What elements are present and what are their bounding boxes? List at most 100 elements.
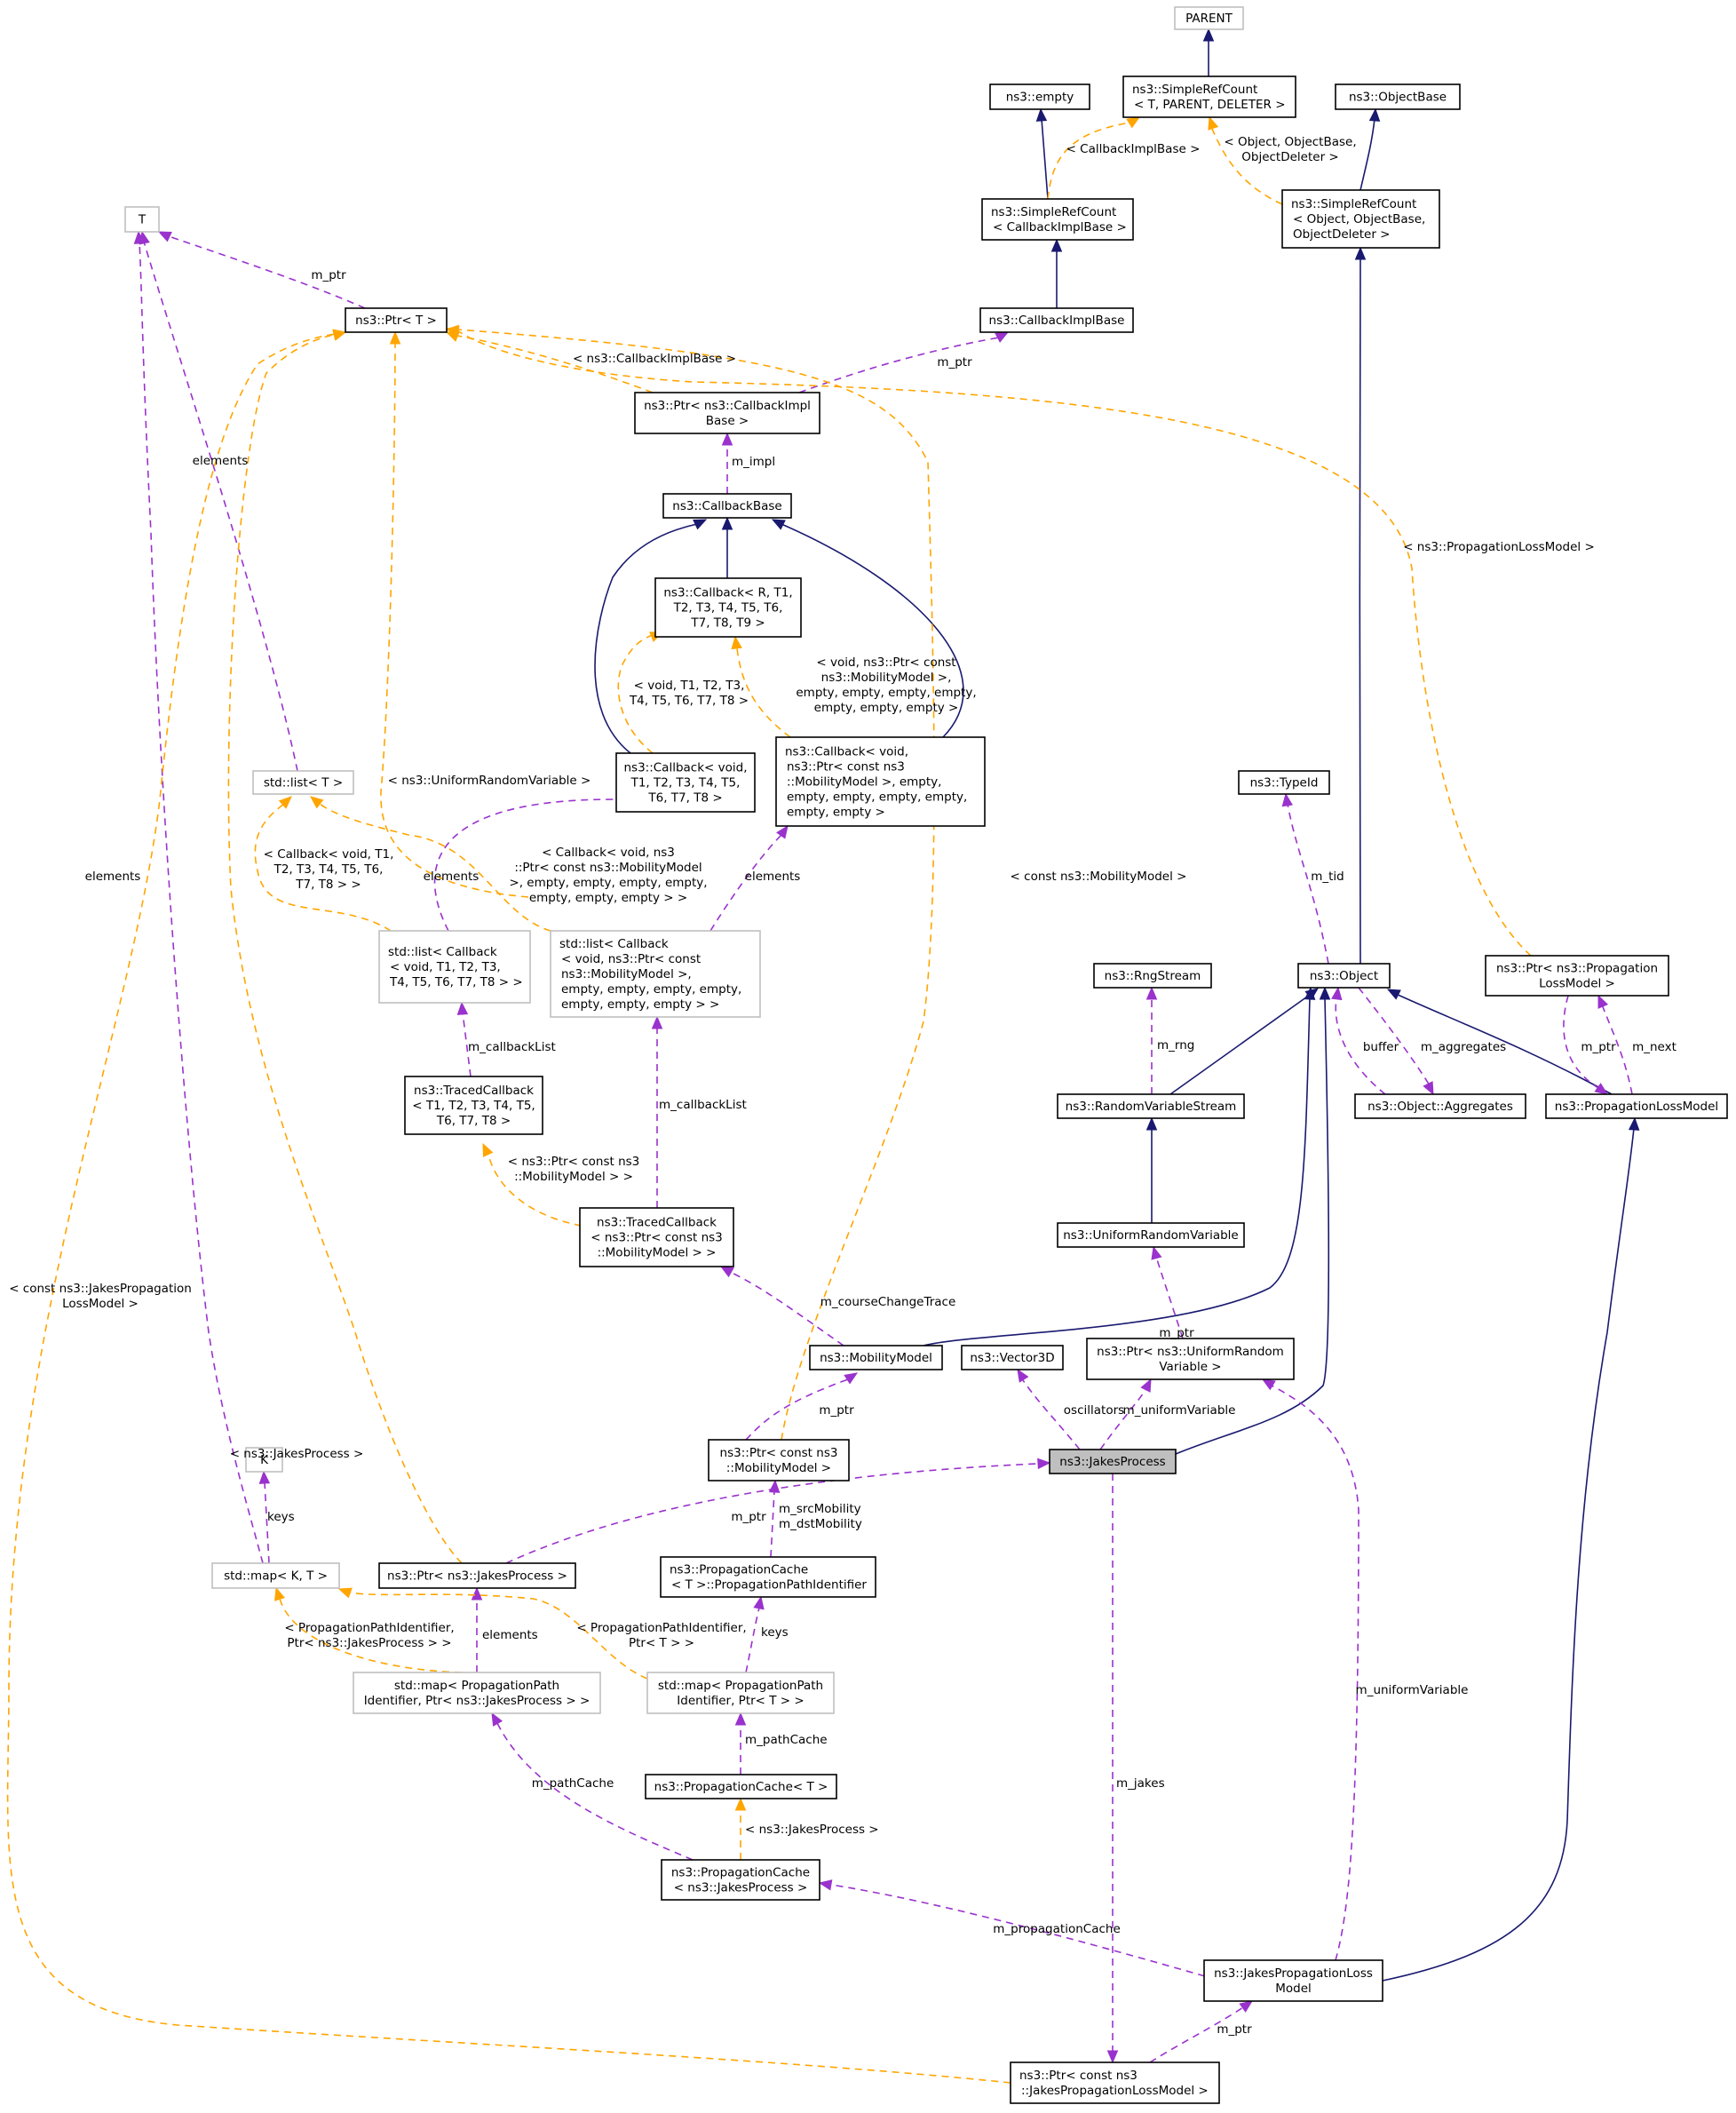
edge-line [745, 1378, 849, 1441]
node-label-line: ns3::Ptr< const ns3 [787, 760, 905, 775]
class-node-cib[interactable]: ns3::CallbackImplBase [979, 307, 1134, 333]
edge-label: elements [85, 870, 141, 884]
edge-label-line: Ptr< T > > [629, 1636, 694, 1650]
class-node-rngstream[interactable]: ns3::RngStream [1093, 963, 1212, 989]
class-node-pc-t[interactable]: ns3::PropagationCache< T > [645, 1774, 837, 1799]
edge-ptr_t-to-t [157, 231, 366, 309]
edge-pc_jakes-to-pc_t [734, 1797, 747, 1860]
class-node-ptr-jplm[interactable]: ns3::Ptr< const ns3::JakesPropagationLos… [1010, 2061, 1220, 2104]
node-label-line: ns3::PropagationCache [670, 1563, 808, 1577]
arrowhead-icon [1050, 238, 1063, 252]
node-label: ns3::RngStream [1105, 969, 1201, 983]
arrowhead-icon [731, 635, 742, 650]
node-label-line: ns3::MobilityModel >, [561, 967, 692, 981]
node-label-line: K [260, 1453, 269, 1467]
edge-label-line: < const ns3::JakesPropagation [9, 1282, 192, 1296]
edge-line [1047, 122, 1131, 200]
class-node-tc-mob[interactable]: ns3::TracedCallback< ns3::Ptr< const ns3… [579, 1207, 734, 1267]
edge-label-line: < PropagationPathIdentifier, [284, 1621, 454, 1635]
class-node-rvs[interactable]: ns3::RandomVariableStream [1057, 1093, 1245, 1119]
class-node-cb-void[interactable]: ns3::Callback< void,T1, T2, T3, T4, T5,T… [615, 752, 756, 813]
node-box [634, 392, 820, 434]
class-node-cb-r[interactable]: ns3::Callback< R, T1,T2, T3, T4, T5, T6,… [654, 577, 802, 638]
edge-src_tpd-to-parent [1202, 28, 1215, 76]
arrowhead-icon [734, 1797, 747, 1811]
node-label-line: ns3::Ptr< ns3::CallbackImpl [644, 399, 811, 413]
edge-label: m_uniformVariable [1356, 1683, 1469, 1697]
class-node-vector3d[interactable]: ns3::Vector3D [961, 1345, 1064, 1370]
node-label-line: T6, T7, T8 > [436, 1114, 511, 1128]
edge-label-line: m_ptr [311, 268, 346, 282]
class-node-src-obj[interactable]: ns3::SimpleRefCount< Object, ObjectBase,… [1281, 189, 1440, 249]
node-label-line: ns3::CallbackBase [672, 499, 781, 513]
node-label: std::map< K, T > [224, 1569, 328, 1584]
node-box [378, 1562, 576, 1589]
edge-label: m_ptr [819, 1403, 854, 1418]
edge-line [433, 798, 622, 932]
class-node-src-cib[interactable]: ns3::SimpleRefCount< CallbackImplBase > [981, 198, 1134, 241]
class-node-cbbase[interactable]: ns3::CallbackBase [662, 493, 792, 519]
node-label-line: ns3::Vector3D [970, 1351, 1054, 1365]
arrowhead-icon [309, 796, 324, 809]
node-label-line: ns3::JakesProcess [1059, 1455, 1165, 1469]
edge-label: m_rng [1157, 1038, 1194, 1053]
node-label: ns3::SimpleRefCount< Object, ObjectBase,… [1291, 197, 1425, 242]
class-node-urv[interactable]: ns3::UniformRandomVariable [1057, 1222, 1245, 1248]
node-label-line: ::MobilityModel > [726, 1461, 831, 1475]
edge-line [1271, 1385, 1359, 1961]
edge-label-line: m_propagationCache [993, 1922, 1121, 1936]
class-node-t: T [124, 206, 160, 233]
node-label: PARENT [1185, 12, 1233, 26]
node-label-line: std::map< PropagationPath [658, 1679, 823, 1693]
node-label: ns3::TracedCallback< ns3::Ptr< const ns3… [591, 1216, 723, 1260]
node-label: ns3::Ptr< const ns3::JakesPropagationLos… [1019, 2069, 1209, 2098]
class-node-typeid[interactable]: ns3::TypeId [1238, 770, 1330, 795]
node-box [661, 1859, 820, 1901]
edge-label-line: < ns3::UniformRandomVariable > [388, 774, 591, 788]
edge-label-line: < ns3::JakesProcess > [230, 1447, 364, 1461]
node-label-line: T [138, 213, 147, 227]
class-node-cb-mob[interactable]: ns3::Callback< void,ns3::Ptr< const ns3:… [775, 736, 986, 827]
class-node-src-tpd[interactable]: ns3::SimpleRefCount< T, PARENT, DELETER … [1122, 75, 1296, 118]
arrowhead-icon [1208, 115, 1219, 131]
node-label-line: T2, T3, T4, T5, T6, [673, 601, 783, 616]
class-node-empty[interactable]: ns3::empty [989, 83, 1090, 110]
class-node-mobility[interactable]: ns3::MobilityModel [809, 1345, 943, 1370]
edge-cb_mob-to-cb_r [731, 635, 791, 738]
edge-label-line: buffer [1363, 1040, 1399, 1054]
edge-line [496, 1722, 694, 1861]
class-node-object[interactable]: ns3::Object [1297, 963, 1391, 989]
class-node-aggregates[interactable]: ns3::Object::Aggregates [1354, 1093, 1526, 1119]
class-node-objectbase[interactable]: ns3::ObjectBase [1335, 83, 1461, 110]
node-label-line: ns3::TracedCallback [597, 1216, 717, 1230]
edge-label-line: m_pathCache [745, 1733, 828, 1747]
edge-label-line: T2, T3, T4, T5, T6, [273, 862, 384, 877]
node-box [579, 1207, 734, 1267]
edge-label-line: >, empty, empty, empty, empty, [509, 876, 707, 890]
arrowhead-icon [844, 1372, 859, 1385]
node-box [979, 307, 1134, 333]
class-node-tc-t[interactable]: ns3::TracedCallback< T1, T2, T3, T4, T5,… [404, 1076, 543, 1135]
edge-line [617, 634, 654, 754]
edge-line [594, 523, 698, 754]
class-node-ptr-mob[interactable]: ns3::Ptr< const ns3::MobilityModel > [708, 1439, 850, 1481]
class-node-plm[interactable]: ns3::PropagationLossModel [1545, 1093, 1728, 1119]
class-node-pc-jakes[interactable]: ns3::PropagationCache< ns3::JakesProcess… [661, 1859, 820, 1901]
class-node-ppi[interactable]: ns3::PropagationCache< T >::PropagationP… [660, 1556, 876, 1598]
edge-label-line: T4, T5, T6, T7, T8 > [629, 694, 749, 708]
edge-line [488, 1154, 583, 1227]
class-node-ptr-t[interactable]: ns3::Ptr< T > [345, 307, 448, 333]
edge-line [456, 335, 654, 393]
class-node-ptr-jakes[interactable]: ns3::Ptr< ns3::JakesProcess > [378, 1562, 576, 1589]
arrowhead-icon [274, 1586, 285, 1601]
